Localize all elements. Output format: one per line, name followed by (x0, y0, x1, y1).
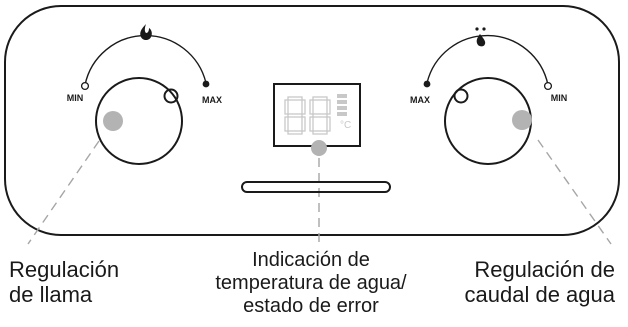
lcd-unit-glyph: °C (340, 120, 351, 131)
panel-outline (4, 5, 620, 236)
water-drop-icon (476, 34, 486, 47)
flame-dial-group: MIN MAX (27, 24, 222, 245)
flame-regulation-line: de llama (9, 282, 93, 307)
flow-leader-line (537, 139, 612, 245)
flame-knob-indicator (163, 88, 179, 104)
flow-max-marker (423, 80, 431, 88)
water-drop-dot-icon (482, 27, 486, 31)
flow-dial-group: MAX MIN (410, 27, 612, 245)
flame-scale-arc (84, 34, 207, 86)
flame-icon (140, 24, 152, 40)
flame-max-marker (202, 80, 210, 88)
flow-min-label: MIN (551, 93, 568, 103)
flame-leader-line (27, 140, 100, 245)
display-indication-line: Indicación de (252, 249, 370, 271)
flow-regulation-line: Regulación de (474, 257, 615, 282)
lcd-level-bars (337, 94, 347, 116)
flow-callout-dot (512, 110, 532, 130)
lcd-display-group: °C (273, 83, 361, 247)
flow-min-marker (543, 81, 553, 91)
flow-regulation-line: caudal de agua (464, 282, 615, 307)
display-indication-label: Indicación de temperatura de agua/ estad… (186, 249, 436, 318)
lcd-digit (284, 96, 306, 135)
flow-scale-arc (426, 34, 549, 86)
flame-regulation-line: Regulación (9, 257, 120, 282)
flow-max-label: MAX (410, 95, 430, 105)
flame-min-label: MIN (67, 93, 84, 103)
flow-regulation-label: Regulación de caudal de agua (465, 257, 615, 307)
flame-min-marker (80, 81, 90, 91)
display-indication-line: temperatura de agua/ (215, 272, 407, 294)
flame-regulation-label: Regulación de llama (9, 257, 119, 307)
display-indication-line: estado de error (243, 295, 379, 317)
water-drop-dot-icon (475, 27, 479, 31)
flame-knob[interactable] (95, 77, 183, 165)
flame-callout-dot (103, 111, 123, 131)
lcd-digit (309, 96, 331, 135)
front-slot (241, 181, 391, 193)
flame-max-label: MAX (202, 95, 222, 105)
display-callout-dot (311, 140, 327, 156)
flow-knob-indicator (453, 88, 469, 104)
